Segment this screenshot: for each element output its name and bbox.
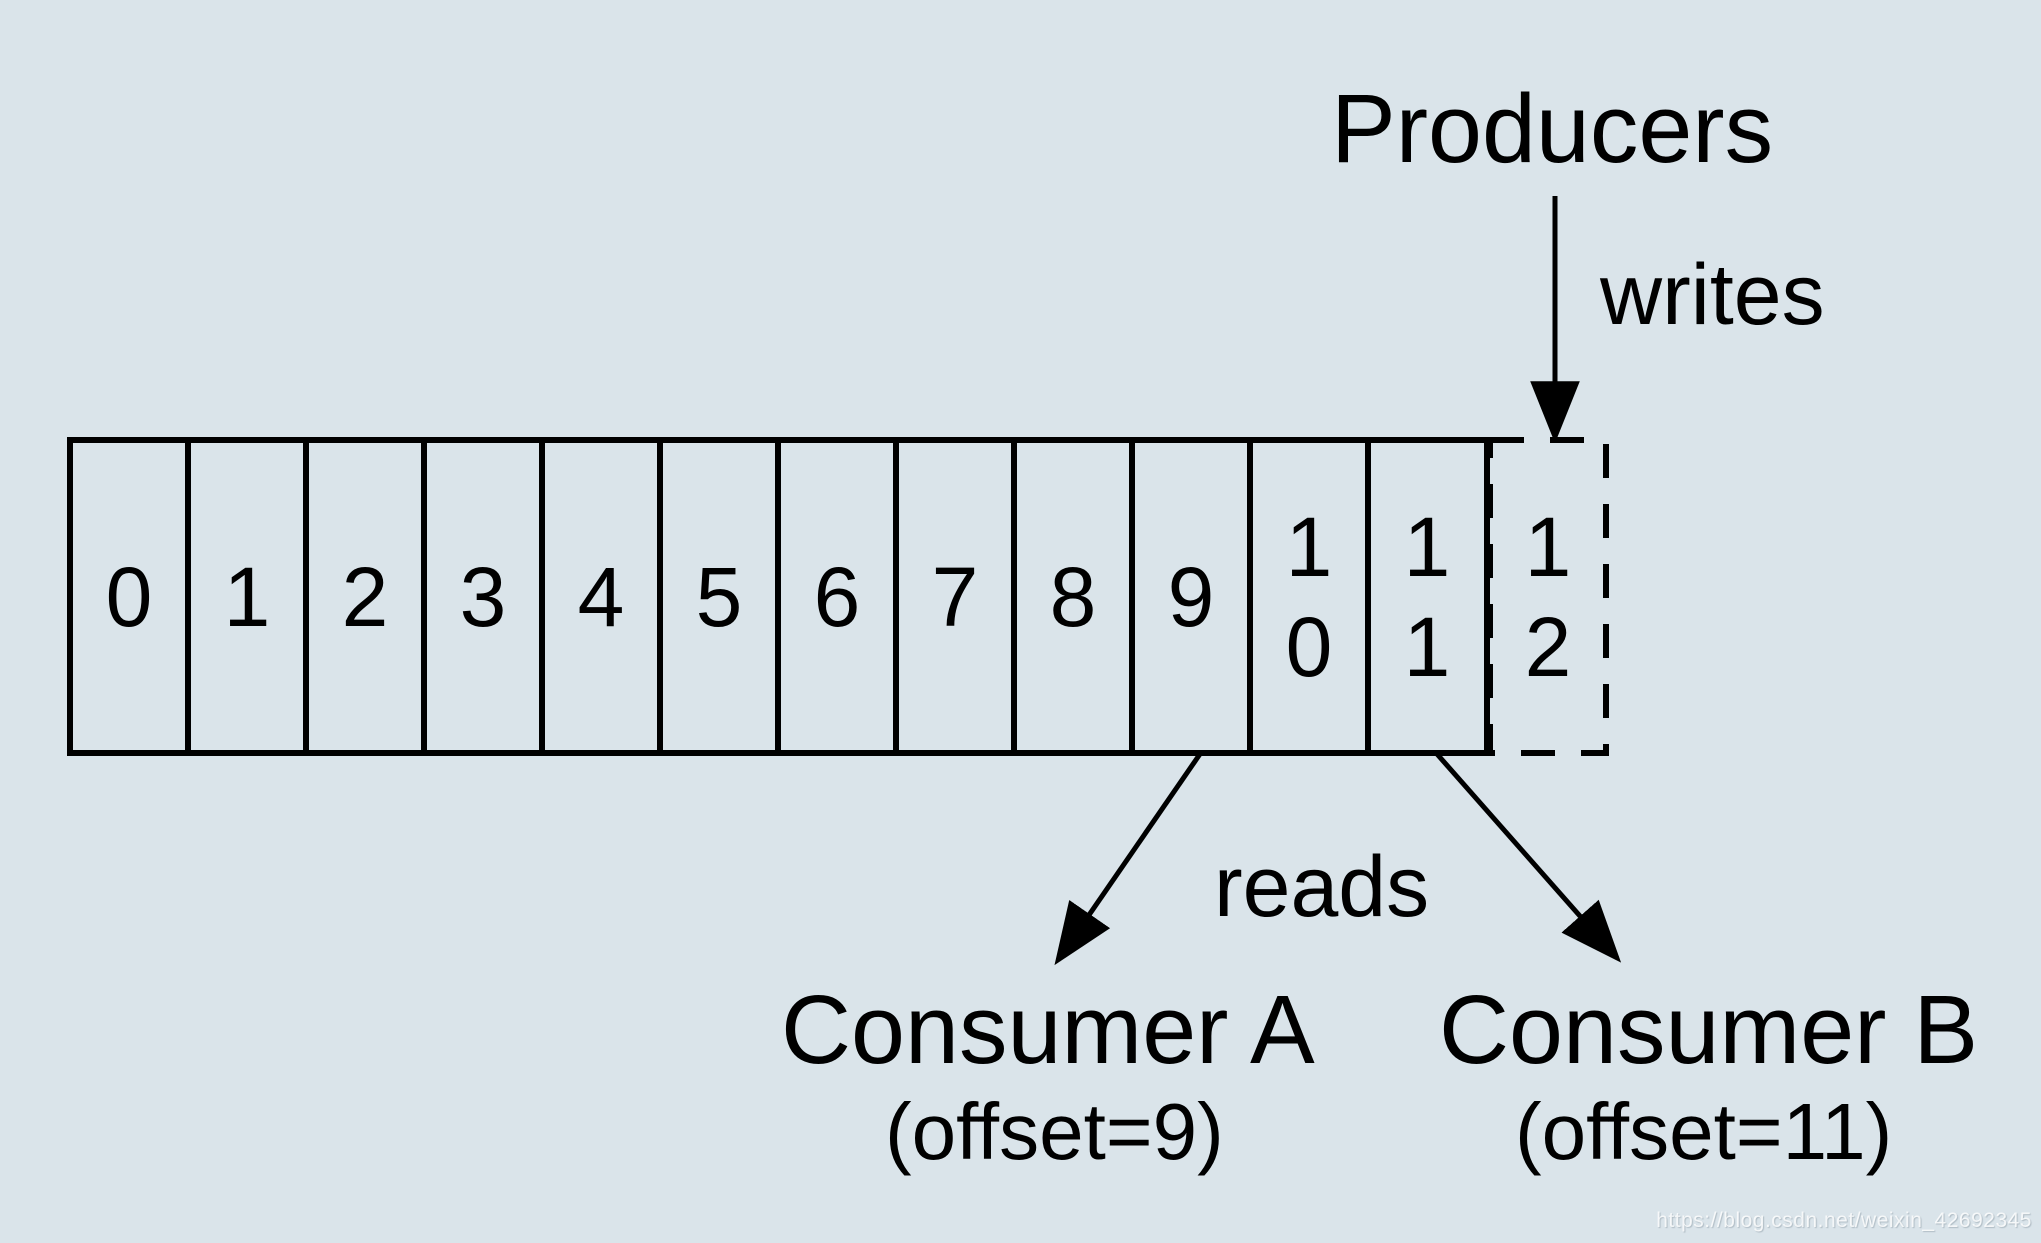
log-row: 0 1 2 3 4 5 6 7 8 9 1 0 1 1: [67, 437, 1490, 756]
consumer-a-offset-label: (offset=9): [885, 1087, 1224, 1176]
log-cell-11: 1 1: [1403, 499, 1451, 694]
log-cell-5: 5: [663, 443, 781, 750]
log-cell-3: 3: [427, 443, 545, 750]
watermark-url: https://blog.csdn.net/weixin_42692345: [1656, 1209, 2032, 1232]
consumer-a-arrow: [1054, 752, 1203, 966]
consumer-a-label: Consumer A: [781, 975, 1315, 1084]
consumer-b-offset-label: (offset=11): [1515, 1087, 1893, 1176]
log-cell-12-next-slot: 1 2: [1524, 499, 1572, 694]
writes-label: writes: [1600, 247, 1825, 343]
log-cell-8: 8: [1017, 443, 1135, 750]
log-cell-9: 9: [1135, 443, 1253, 750]
log-cell-6: 6: [781, 443, 899, 750]
consumer-b-label: Consumer B: [1439, 975, 1979, 1084]
consumer-b-arrow: [1435, 752, 1622, 963]
log-cell-7: 7: [899, 443, 1017, 750]
log-cell-4: 4: [545, 443, 663, 750]
reads-label: reads: [1214, 839, 1430, 935]
log-cell-1: 1: [191, 443, 309, 750]
log-cell-0: 0: [73, 443, 191, 750]
log-cell-2: 2: [309, 443, 427, 750]
producers-label: Producers: [1331, 74, 1774, 183]
log-cell-10: 1 0: [1253, 443, 1371, 750]
